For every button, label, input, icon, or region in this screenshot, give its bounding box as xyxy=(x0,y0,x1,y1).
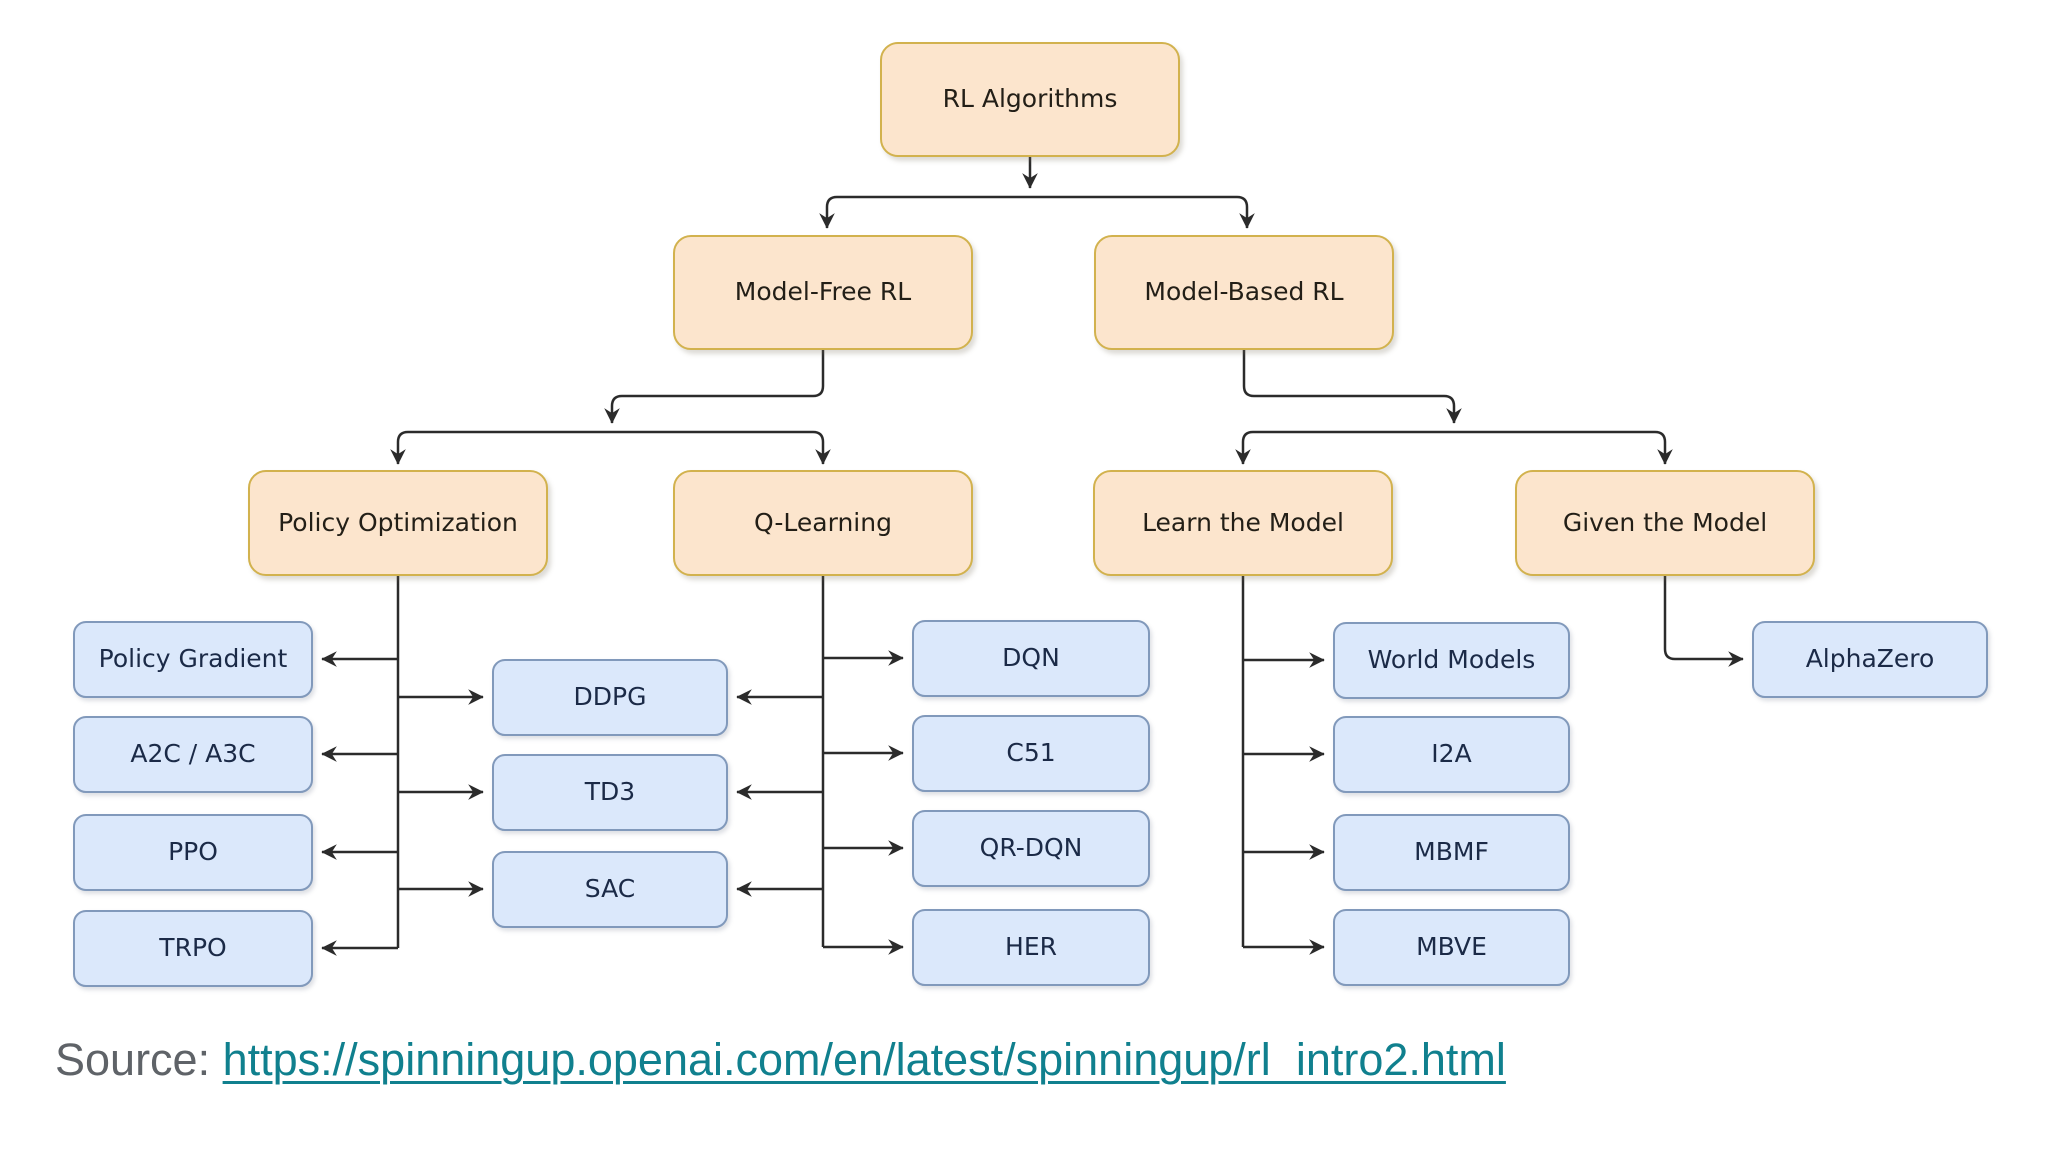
connector-group xyxy=(321,157,1744,956)
node-learn-the-model: Learn the Model xyxy=(1093,470,1393,576)
node-model-free-rl: Model-Free RL xyxy=(673,235,973,350)
node-i2a: I2A xyxy=(1333,716,1570,793)
edge-modelbased-split-bar xyxy=(1235,430,1673,465)
node-mbve: MBVE xyxy=(1333,909,1570,986)
node-c51: C51 xyxy=(912,715,1150,792)
source-link[interactable]: https://spinningup.openai.com/en/latest/… xyxy=(222,1034,1506,1085)
node-alphazero: AlphaZero xyxy=(1752,621,1988,698)
node-dqn: DQN xyxy=(912,620,1150,697)
node-qr-dqn: QR-DQN xyxy=(912,810,1150,887)
node-her: HER xyxy=(912,909,1150,986)
node-mbmf: MBMF xyxy=(1333,814,1570,891)
node-q-learning: Q-Learning xyxy=(673,470,973,576)
node-ppo: PPO xyxy=(73,814,313,891)
node-world-models: World Models xyxy=(1333,622,1570,699)
node-td3: TD3 xyxy=(492,754,728,831)
node-policy-optimization: Policy Optimization xyxy=(248,470,548,576)
node-rl-algorithms: RL Algorithms xyxy=(880,42,1180,157)
edge-modelfree-elbow xyxy=(604,350,825,424)
node-ddpg: DDPG xyxy=(492,659,728,736)
edge-modelbased-elbow xyxy=(1242,350,1462,424)
node-given-the-model: Given the Model xyxy=(1515,470,1815,576)
node-policy-gradient: Policy Gradient xyxy=(73,621,313,698)
node-sac: SAC xyxy=(492,851,728,928)
node-trpo: TRPO xyxy=(73,910,313,987)
source-caption: Source: https://spinningup.openai.com/en… xyxy=(55,1034,1506,1086)
node-a2c-a3c: A2C / A3C xyxy=(73,716,313,793)
source-label: Source: xyxy=(55,1034,211,1085)
node-model-based-rl: Model-Based RL xyxy=(1094,235,1394,350)
edge-modelfree-split-bar xyxy=(390,430,831,465)
edge-to-alphazero xyxy=(1663,576,1744,667)
edge-root-split-bar xyxy=(819,195,1255,229)
